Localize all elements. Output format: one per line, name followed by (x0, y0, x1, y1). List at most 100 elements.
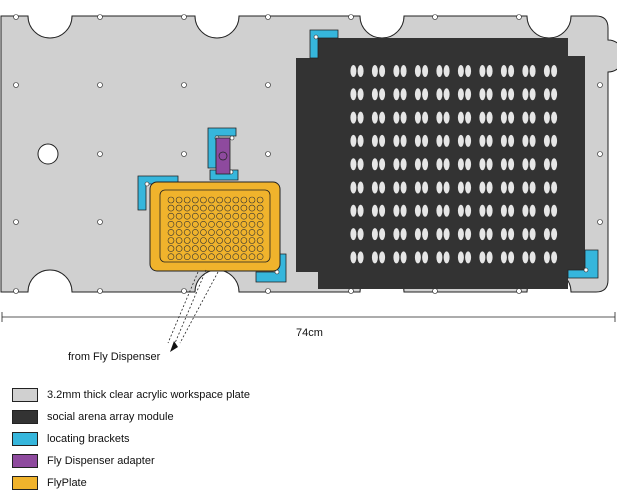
arena-hole (443, 65, 450, 77)
arena-hole (371, 158, 378, 171)
flyplate-well (192, 245, 199, 252)
arena-hole (508, 158, 515, 171)
flyplate-well (192, 221, 199, 228)
arena-hole (529, 88, 536, 101)
arena-hole (371, 181, 378, 194)
dimension-line (1, 312, 616, 322)
flyplate-well (256, 245, 264, 252)
flyplate-well (256, 221, 264, 228)
flyplate-well (183, 212, 191, 220)
legend-swatch (12, 454, 38, 468)
flyplate-well (183, 229, 191, 236)
flyplate-well (200, 212, 207, 220)
arena-hole (543, 158, 550, 171)
arena-hole (414, 111, 421, 124)
arena-hole (443, 181, 450, 194)
flyplate-well (248, 245, 256, 252)
plate-hole (97, 82, 103, 88)
arena-hole (479, 158, 486, 171)
flyplate-well (232, 221, 240, 228)
flyplate-well (167, 229, 175, 236)
flyplate-well (192, 196, 199, 204)
flyplate-well (240, 229, 248, 236)
flyplate-well (208, 204, 215, 212)
arena-hole (551, 134, 558, 147)
arena-hole (379, 228, 386, 241)
flyplate-well (256, 212, 264, 220)
arena-hole (486, 204, 493, 217)
bracket-pin (144, 181, 150, 187)
flyplate-well (224, 229, 231, 236)
arena-hole (443, 228, 450, 241)
fly-dispenser-adapter (215, 137, 231, 175)
flyplate-well (167, 221, 175, 228)
flyplate-well (216, 245, 223, 252)
arena-hole (486, 251, 493, 264)
flyplate-well (216, 221, 223, 228)
flyplate-well (240, 237, 248, 244)
arena-hole (414, 228, 421, 241)
bracket-pin (229, 135, 235, 141)
plate-hole (597, 151, 603, 157)
arena-hole (414, 88, 421, 101)
arena-hole (422, 158, 429, 171)
arena-hole (543, 251, 550, 264)
arena-hole (422, 181, 429, 194)
plate-hole (516, 14, 522, 20)
arena-hole (500, 158, 507, 171)
arena-hole (371, 134, 378, 147)
arena-hole (379, 158, 386, 171)
flyplate-well (175, 221, 183, 228)
arena-hole (551, 228, 558, 241)
flyplate-well (208, 196, 215, 204)
arena-hole (457, 204, 464, 217)
flyplate-well (248, 212, 256, 220)
arena-hole (522, 181, 529, 194)
flyplate-well (224, 245, 231, 252)
arena-hole (436, 181, 443, 194)
plate-hole (97, 219, 103, 225)
flyplate-well (232, 196, 240, 204)
arena-hole (457, 134, 464, 147)
arena-hole (529, 134, 536, 147)
arena-hole (422, 228, 429, 241)
arena-hole (543, 88, 550, 101)
arena-hole (393, 158, 400, 171)
flyplate-well (232, 204, 240, 212)
arena-hole (479, 88, 486, 101)
arena-hole (350, 111, 357, 124)
arena-hole (522, 204, 529, 217)
arena-hole (529, 204, 536, 217)
arena-hole (457, 158, 464, 171)
legend-label: Fly Dispenser adapter (47, 455, 155, 467)
plate-hole (97, 151, 103, 157)
workspace-diagram: 74cm from Fly Dispenser (0, 14, 617, 363)
arena-hole (486, 134, 493, 147)
arena-hole (486, 228, 493, 241)
arena-hole (465, 88, 472, 101)
flyplate-well (232, 237, 240, 244)
arena-hole (479, 204, 486, 217)
arena-hole (350, 204, 357, 217)
flyplate-well (232, 245, 240, 252)
plate-hole (265, 151, 271, 157)
arena-hole (529, 181, 536, 194)
arena-hole (543, 134, 550, 147)
flyplate-well (248, 196, 256, 204)
arena-hole (465, 134, 472, 147)
arena-hole (529, 111, 536, 124)
flyplate-well (232, 229, 240, 236)
arena-hole (393, 111, 400, 124)
arena-hole (422, 88, 429, 101)
bracket-pin (313, 34, 319, 40)
flyplate-well (200, 245, 207, 252)
arena-hole (371, 65, 378, 77)
arena-hole (414, 65, 421, 77)
flyplate-well (256, 204, 264, 212)
arena-hole (457, 181, 464, 194)
flyplate-well (224, 221, 231, 228)
arena-hole (350, 251, 357, 264)
arena-hole (508, 134, 515, 147)
flyplate-well (200, 237, 207, 244)
flyplate-well (232, 253, 240, 261)
